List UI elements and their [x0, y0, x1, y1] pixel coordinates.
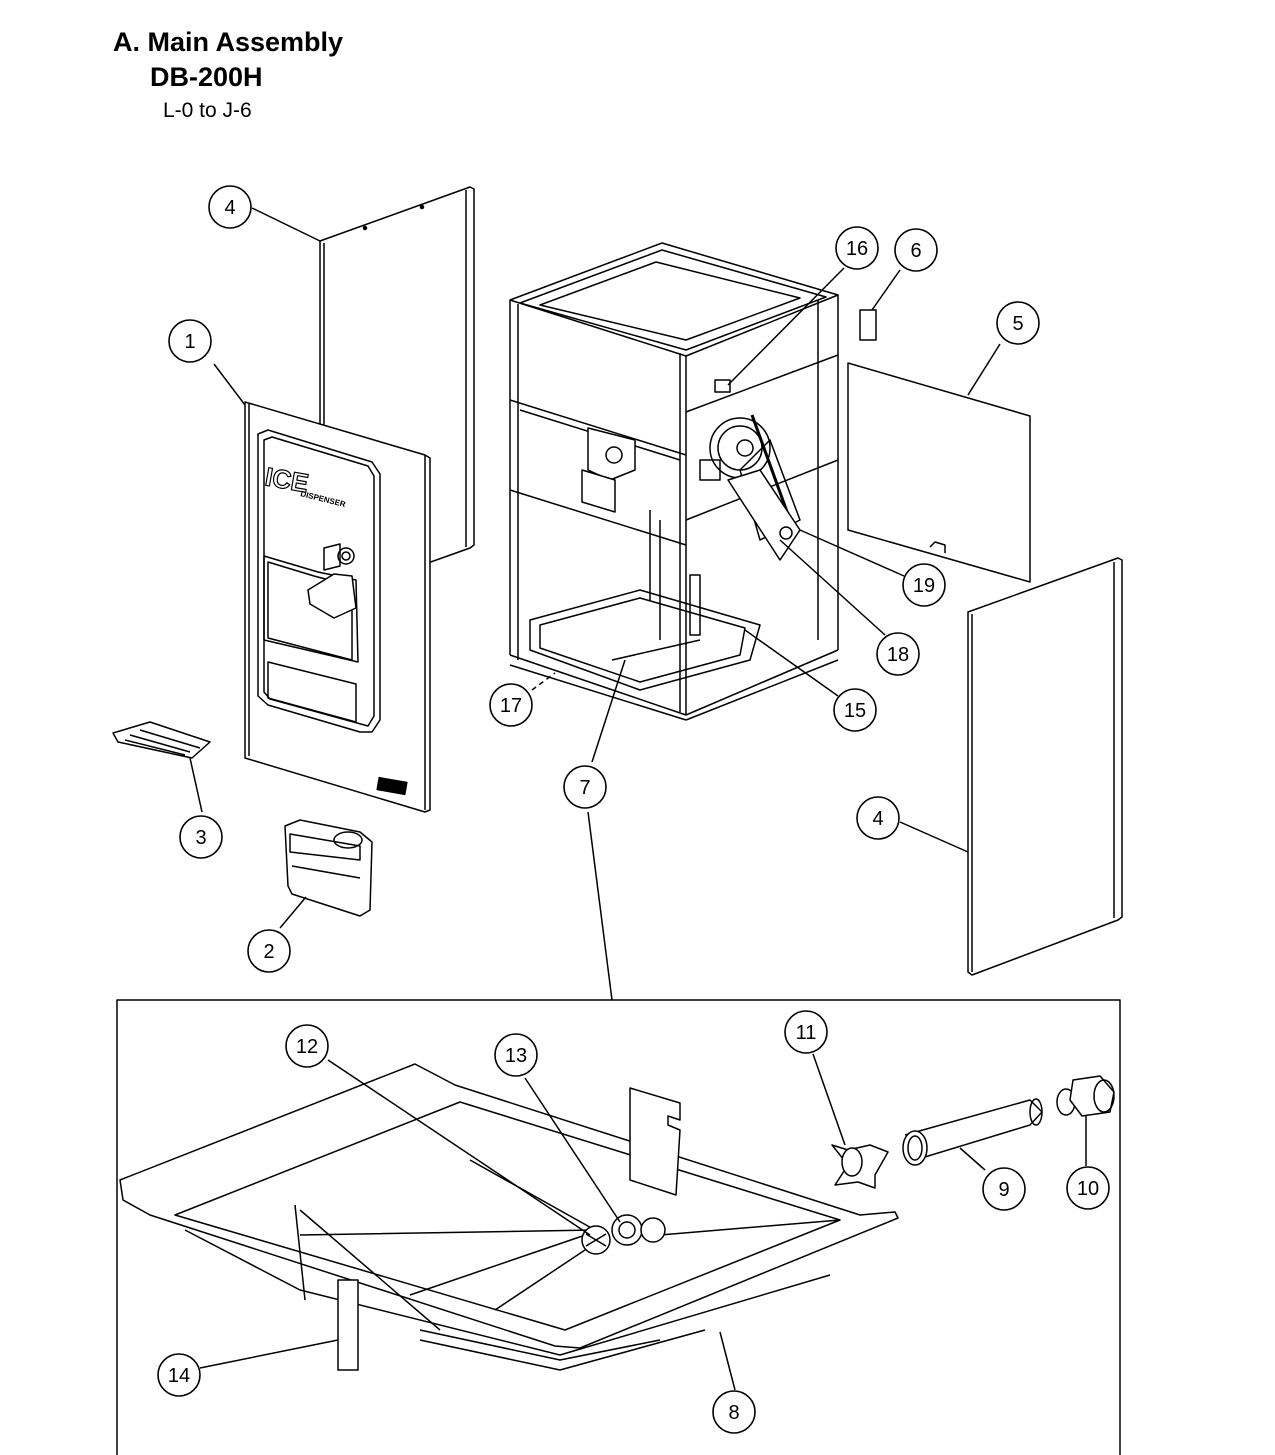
callout-label: 12 — [296, 1036, 318, 1058]
callout-label: 18 — [887, 644, 909, 666]
model-number: DB-200H — [150, 62, 263, 92]
callout-label: 8 — [728, 1402, 739, 1424]
callout-6: 6 — [894, 228, 938, 272]
callout-12: 12 — [285, 1024, 329, 1068]
callout-circle — [489, 683, 533, 727]
callout-label: 16 — [846, 238, 868, 260]
drip-grille — [112, 721, 211, 759]
callout-label: 19 — [913, 575, 935, 597]
drip-tray — [284, 819, 373, 917]
side-panel-right — [967, 557, 1123, 976]
callout-label: 4 — [872, 808, 883, 830]
callout-circle — [784, 1010, 828, 1054]
drain-tube — [902, 1098, 1043, 1166]
callout-circle — [563, 765, 607, 809]
hose-nut — [831, 1144, 889, 1189]
callout-label: 14 — [168, 1365, 190, 1387]
callout-8: 8 — [712, 1390, 756, 1434]
callout-label: 17 — [500, 695, 522, 717]
callout-circle — [996, 301, 1040, 345]
callout-13: 13 — [494, 1033, 538, 1077]
detail-box — [116, 999, 1121, 1455]
callout-circle — [247, 929, 291, 973]
callout-3: 3 — [179, 815, 223, 859]
drain-fittings — [581, 1214, 666, 1255]
serial-range: L-0 to J-6 — [163, 99, 252, 122]
small-plate — [859, 309, 877, 341]
callout-10: 10 — [1066, 1166, 1110, 1210]
callout-circle — [894, 228, 938, 272]
callout-2: 2 — [247, 929, 291, 973]
callout-label: 11 — [796, 1022, 817, 1044]
callout-label: 3 — [195, 827, 206, 849]
callout-circle — [285, 1024, 329, 1068]
callout-label: 7 — [579, 777, 590, 799]
callout-label: 10 — [1077, 1178, 1099, 1200]
callout-14: 14 — [157, 1353, 201, 1397]
side-panel-rear-right — [847, 362, 1031, 583]
callout-1: 1 — [168, 319, 212, 363]
callout-circle — [179, 815, 223, 859]
callout-circle — [1066, 1166, 1110, 1210]
callout-5: 5 — [996, 301, 1040, 345]
callout-circle — [876, 632, 920, 676]
callout-circle — [982, 1167, 1026, 1211]
callout-label: 6 — [910, 240, 921, 262]
callout-label: 15 — [844, 700, 866, 722]
callout-label: 1 — [184, 331, 195, 353]
callout-15: 15 — [833, 688, 877, 732]
callout-18: 18 — [876, 632, 920, 676]
page-title: A. Main Assembly — [113, 27, 344, 57]
callout-circle — [494, 1033, 538, 1077]
callout-label: 9 — [998, 1179, 1009, 1201]
callout-17: 17 — [489, 683, 533, 727]
drain-pan — [119, 1063, 899, 1371]
callout-circle — [835, 226, 879, 270]
callout-label: 13 — [505, 1045, 527, 1067]
callout-4: 4 — [856, 796, 900, 840]
callout-4: 4 — [208, 185, 252, 229]
callout-circle — [856, 796, 900, 840]
cabinet-frame — [509, 242, 839, 721]
callout-16: 16 — [835, 226, 879, 270]
callout-7: 7 — [563, 765, 607, 809]
callout-circle — [712, 1390, 756, 1434]
callout-circle — [168, 319, 212, 363]
callout-circle — [157, 1353, 201, 1397]
pan-plate — [629, 1087, 681, 1196]
callout-label: 2 — [263, 941, 274, 963]
callout-circle — [902, 563, 946, 607]
front-panel — [244, 401, 431, 813]
callout-label: 5 — [1012, 313, 1023, 335]
callout-9: 9 — [982, 1167, 1026, 1211]
leader-lines — [189, 207, 1087, 1391]
callout-label: 4 — [224, 197, 235, 219]
callout-circle — [208, 185, 252, 229]
pan-bracket — [337, 1279, 359, 1371]
drain-fitting — [1056, 1075, 1115, 1117]
callout-19: 19 — [902, 563, 946, 607]
callout-circle — [833, 688, 877, 732]
callout-11: 11 — [784, 1010, 828, 1054]
